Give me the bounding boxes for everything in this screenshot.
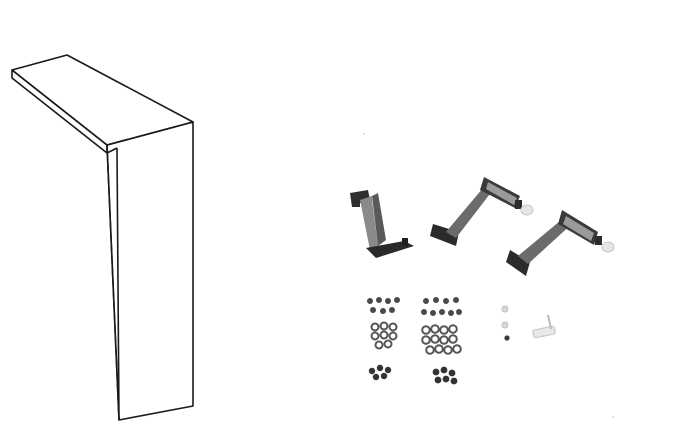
- cap-icon: [501, 305, 556, 341]
- panel-top-front-edge: [11, 69, 108, 154]
- panel-front-edge: [106, 144, 120, 421]
- screw-icon: [421, 297, 462, 316]
- bracket-icon: [506, 210, 615, 276]
- panel-side-face: [106, 121, 194, 421]
- washer-icon: [421, 324, 462, 355]
- dust-speck: [363, 133, 365, 135]
- nut-icon: [432, 366, 458, 385]
- screw-icon: [367, 297, 400, 314]
- bracket-icon: [350, 190, 414, 258]
- panel-corner-edge: [106, 147, 118, 154]
- bracket-icon: [430, 177, 534, 246]
- washer-icon: [370, 321, 398, 350]
- panel-inner-edge: [116, 147, 120, 421]
- dust-speck: [612, 416, 614, 418]
- nut-icon: [368, 364, 392, 381]
- panel-outline-icon: [11, 54, 194, 421]
